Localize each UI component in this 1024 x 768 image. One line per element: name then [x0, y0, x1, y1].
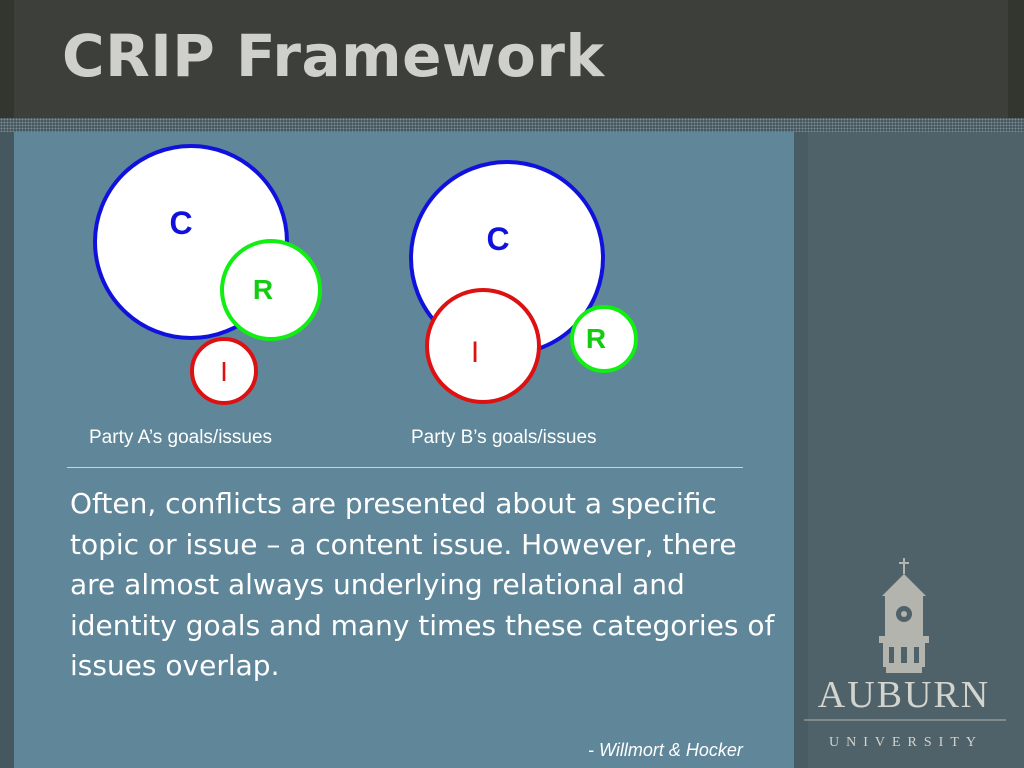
attribution: - Willmort & Hocker: [588, 740, 743, 760]
page-title: CRIP Framework: [62, 22, 605, 90]
party-a-identity-circle: [190, 337, 258, 405]
party-b-identity-letter: I: [471, 336, 479, 369]
dotted-divider-band: [0, 118, 1024, 132]
party-b-identity-circle: [425, 288, 541, 404]
party-a-label: Party A’s goals/issues: [89, 427, 273, 448]
logo-subtitle: UNIVERSITY: [829, 735, 983, 750]
title-bar: CRIP Framework: [0, 0, 1024, 118]
body-paragraph: Often, conflicts are presented about a s…: [70, 487, 775, 682]
party-b-relational-circle: [570, 305, 638, 373]
tower-window-center: [901, 647, 907, 663]
divider-line: [67, 467, 743, 468]
side-panel: [794, 132, 1024, 768]
party-b-label: Party B’s goals/issues: [411, 427, 597, 448]
tower-window-left: [889, 647, 894, 663]
party-a-identity-letter: I: [220, 356, 228, 387]
party-b-relational-letter: R: [586, 323, 606, 354]
party-a-content-letter: C: [169, 205, 192, 241]
auburn-logo: AUBURN UNIVERSITY: [804, 558, 1006, 750]
party-a-relational-circle: [220, 239, 322, 341]
party-a-diagram: C R I: [93, 144, 322, 405]
logo-name: AUBURN: [818, 674, 990, 716]
party-b-content-letter: C: [486, 221, 509, 257]
title-bar-right-edge: [1008, 0, 1024, 118]
tower-window-right: [914, 647, 919, 663]
tower-clock-center: [901, 611, 907, 617]
party-a-relational-letter: R: [253, 274, 273, 305]
party-b-diagram: C I R: [409, 160, 638, 404]
title-bar-left-edge: [0, 0, 14, 118]
